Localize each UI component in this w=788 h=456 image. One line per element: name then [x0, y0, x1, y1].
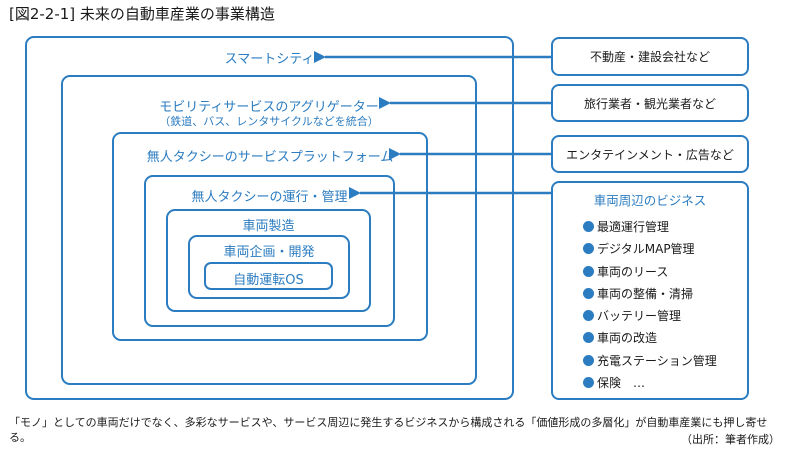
side-box-vehicle-business: 車両周辺のビジネス 最適運行管理 デジタルMAP管理 車両のリース 車両の整備・…	[551, 181, 749, 400]
bullet-icon	[583, 377, 594, 389]
bullet-icon	[583, 243, 594, 255]
bullet-icon	[583, 287, 594, 299]
bullet-icon	[583, 221, 594, 232]
list-item: 車両の改造	[583, 327, 717, 349]
side-box-vehicle-business-title: 車両周辺のビジネス	[593, 193, 707, 208]
bullet-icon	[583, 310, 594, 322]
footnote: 「モノ」としての車両だけでなく、多彩なサービスや、サービス周辺に発生するビジネス…	[9, 416, 768, 444]
side-box-real-estate-label: 不動産・建設会社など	[589, 50, 710, 64]
source-credit: （出所：筆者作成）	[681, 433, 780, 446]
layer-platform-label: 無人タクシーのサービスプラットフォーム	[146, 150, 394, 165]
side-box-travel-label: 旅行業者・観光業者など	[583, 96, 716, 111]
layer-operation-label: 無人タクシーの運行・管理	[191, 190, 348, 205]
list-item: 保険 …	[583, 372, 717, 394]
layer-smart-city-label: スマートシティ	[224, 52, 315, 67]
list-item: デジタルMAP管理	[583, 238, 717, 260]
layer-manufacturing-label: 車両製造	[242, 219, 295, 234]
list-item: 車両のリース	[583, 261, 717, 283]
bullet-icon	[583, 354, 594, 366]
side-box-entertainment: エンタテインメント・広告など	[551, 135, 749, 173]
side-box-travel: 旅行業者・観光業者など	[551, 84, 749, 122]
layer-aggregator-sublabel: （鉄道、バス、レンタサイクルなどを統合）	[159, 115, 379, 128]
list-item: 充電ステーション管理	[583, 350, 717, 372]
figure-title: [図2-2-1] 未来の自動車産業の事業構造	[9, 5, 275, 23]
list-item: 最適運行管理	[583, 216, 717, 238]
side-box-real-estate: 不動産・建設会社など	[551, 37, 749, 76]
layer-aggregator-label: モビリティサービスのアグリゲーター	[159, 100, 379, 115]
list-item: バッテリー管理	[583, 305, 717, 327]
bullet-icon	[583, 332, 594, 344]
layer-autonomous-os-label: 自動運転OS	[233, 273, 304, 288]
list-item: 車両の整備・清掃	[583, 283, 717, 305]
side-box-entertainment-label: エンタテインメント・広告など	[566, 147, 734, 162]
layer-autonomous-os: 自動運転OS	[204, 262, 333, 290]
layer-planning-label: 車両企画・開発	[223, 245, 315, 260]
vehicle-business-list: 最適運行管理 デジタルMAP管理 車両のリース 車両の整備・清掃 バッテリー管理…	[583, 216, 717, 394]
bullet-icon	[583, 265, 594, 277]
